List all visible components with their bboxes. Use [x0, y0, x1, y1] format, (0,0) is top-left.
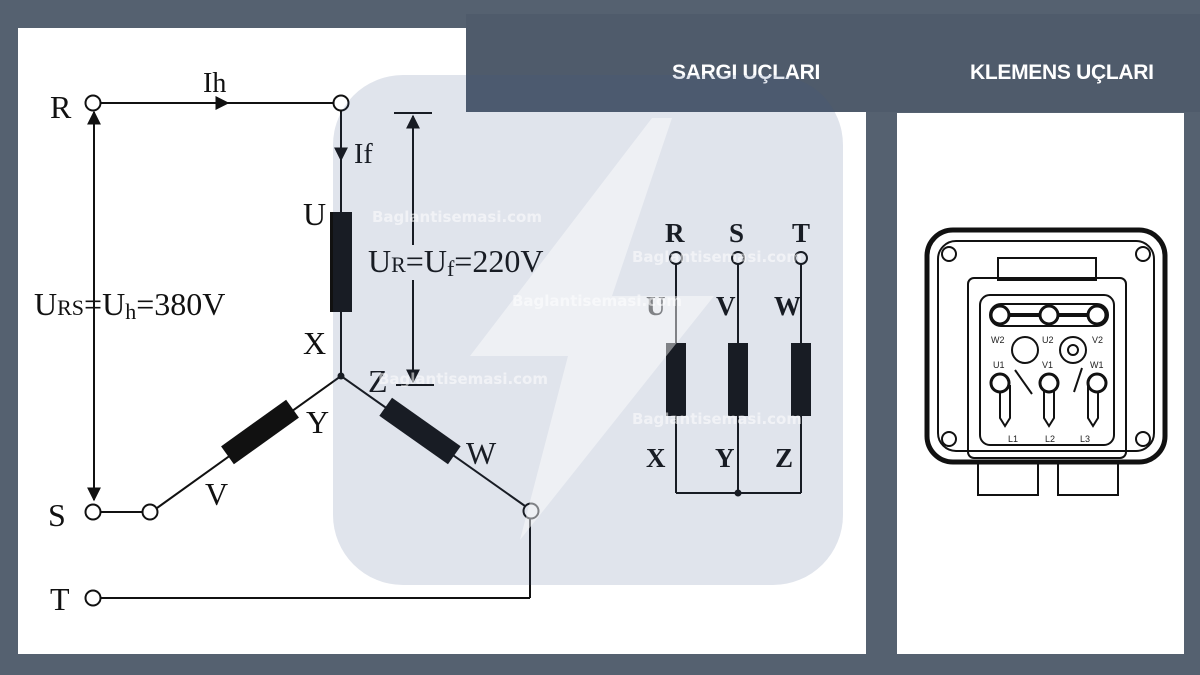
label-r: R: [50, 89, 72, 125]
label-line-current: Ih: [203, 68, 226, 99]
watermark-text-3: Baglantisemasi.com: [512, 292, 682, 310]
watermark-text-5: Baglantisemasi.com: [632, 410, 802, 428]
label-line-voltage: URS=Uh=380V: [34, 286, 225, 324]
watermark-text-4: Baglantisemasi.com: [378, 370, 548, 388]
ends-label-z: Z: [775, 443, 793, 473]
ends-label-u: U: [646, 291, 666, 321]
header-band: [466, 14, 1200, 112]
winding-top-terminals: [669, 251, 808, 265]
terminal-w1: W1: [1090, 360, 1104, 370]
label-phase-voltage: UR=Uf=220V: [368, 243, 543, 281]
terminal-v1: V1: [1042, 360, 1053, 370]
winding-v-box: [728, 343, 748, 416]
terminal-w2: W2: [991, 335, 1005, 345]
terminal-u2: U2: [1042, 335, 1054, 345]
winding-w-box: [791, 343, 811, 416]
label-w: W: [466, 435, 497, 471]
winding-w: [379, 397, 461, 465]
label-x: X: [303, 325, 326, 361]
winding-u-box: [666, 343, 686, 416]
ends-label-w: W: [774, 291, 801, 321]
watermark-text-2: Baglantisemasi.com: [632, 248, 802, 266]
watermark-text-1: Baglantisemasi.com: [372, 208, 542, 226]
label-t: T: [50, 581, 70, 617]
label-z: Z: [368, 363, 388, 399]
terminal-v2: V2: [1092, 335, 1103, 345]
terminal-l1: L1: [1008, 434, 1018, 444]
ends-label-x: X: [646, 443, 666, 473]
star-connection-diagram: [87, 96, 531, 599]
winding-star-point: [734, 489, 742, 497]
watermark-logo: [333, 75, 843, 585]
ends-label-r: R: [665, 218, 685, 248]
terminal-l3: L3: [1080, 434, 1090, 444]
winding-u: [330, 212, 352, 312]
label-s: S: [48, 497, 66, 533]
terminal-l2: L2: [1045, 434, 1055, 444]
label-v: V: [205, 476, 228, 512]
winding-v: [221, 399, 299, 465]
ends-label-v: V: [716, 291, 736, 321]
label-u: U: [303, 196, 326, 232]
star-diagram-panel: [18, 28, 866, 654]
label-y: Y: [306, 404, 329, 440]
star-point: [337, 372, 345, 380]
header-klemens-uclari: KLEMENS UÇLARI: [970, 61, 1154, 84]
terminal-box-illustration: [924, 227, 1168, 496]
ends-label-y: Y: [715, 443, 735, 473]
ends-label-s: S: [729, 218, 744, 248]
terminal-u1: U1: [993, 360, 1005, 370]
label-phase-current: If: [354, 139, 373, 170]
star-terminals: [84, 94, 540, 607]
ends-label-t: T: [792, 218, 810, 248]
header-sargi-uclari: SARGI UÇLARI: [672, 61, 821, 84]
